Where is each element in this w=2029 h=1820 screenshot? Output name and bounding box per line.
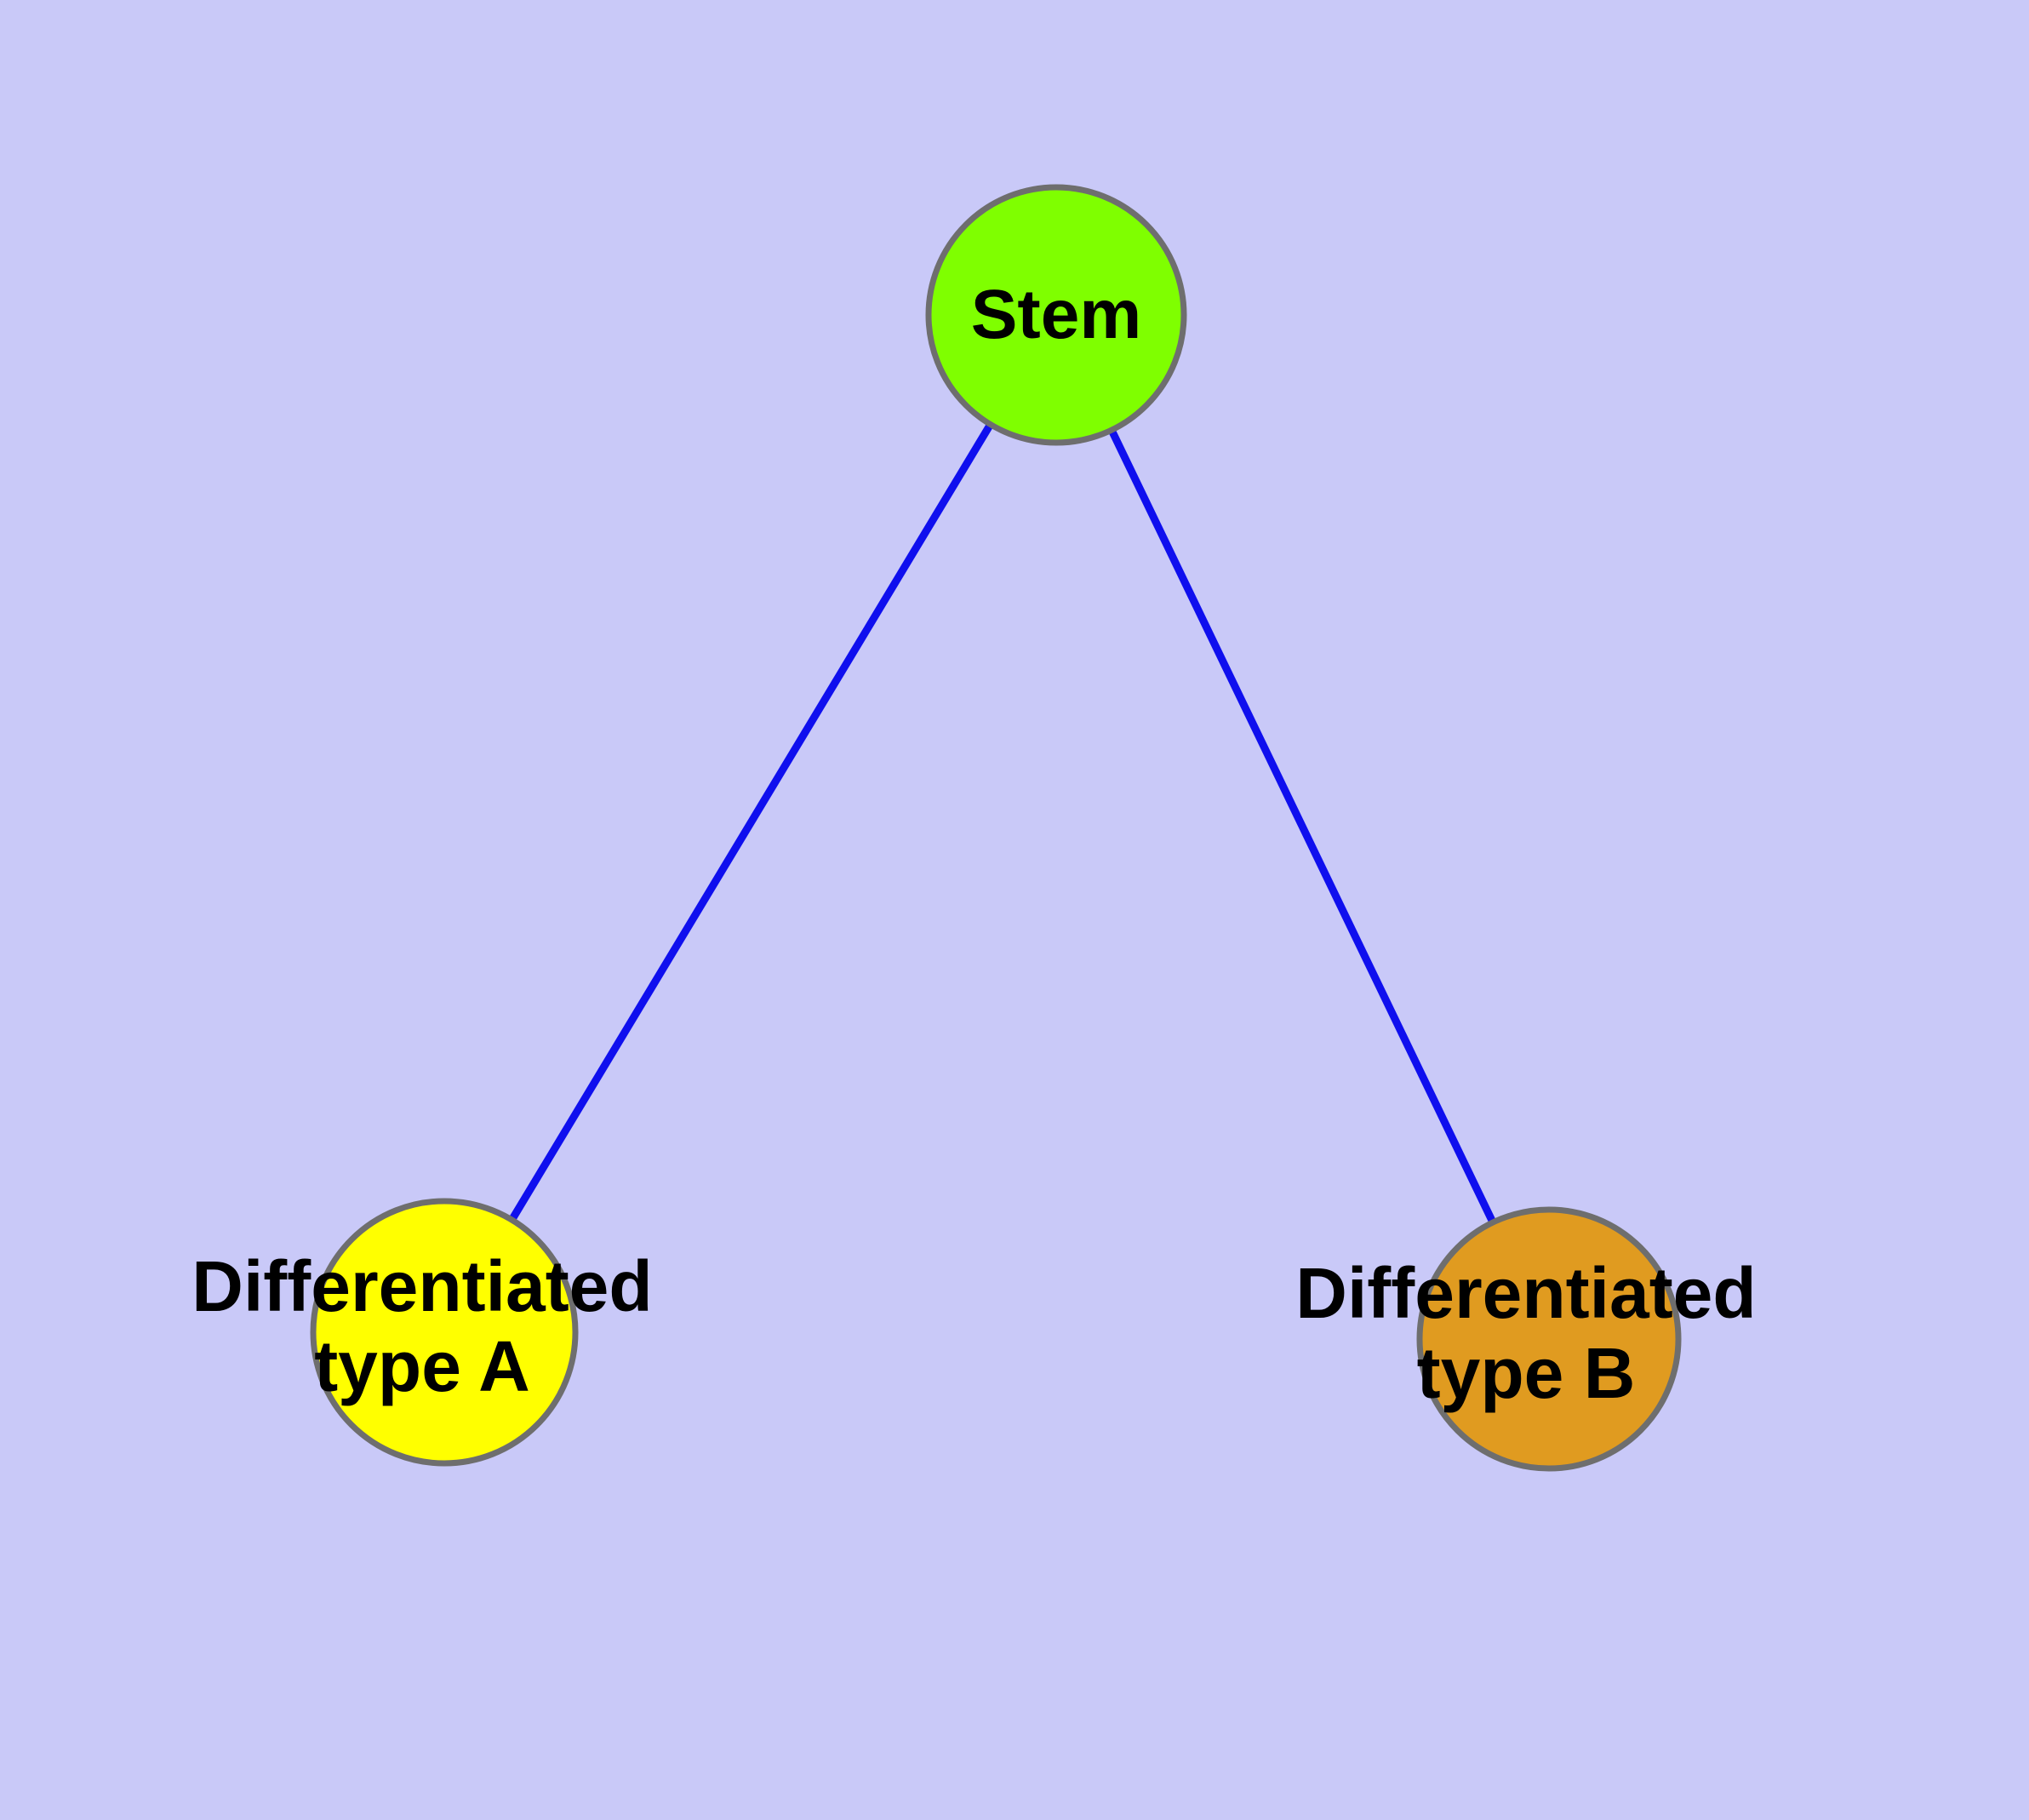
node-label-stem: Stem xyxy=(971,276,1142,353)
node-circle-diff_b[interactable] xyxy=(1416,1206,1682,1472)
node-circle-diff_a[interactable] xyxy=(310,1198,579,1467)
node-label-line: Differentiated xyxy=(191,1246,652,1326)
node-circle-stem[interactable] xyxy=(925,184,1187,446)
node-label-line: Stem xyxy=(971,276,1142,353)
graph-edge[interactable] xyxy=(507,421,995,1224)
node-label-line: type A xyxy=(314,1326,530,1406)
graph-edge[interactable] xyxy=(1107,426,1498,1226)
graph-node-stem[interactable]: Stem xyxy=(925,184,1187,446)
node-label-line: type B xyxy=(1417,1333,1636,1413)
edges-layer xyxy=(507,421,1498,1226)
node-label-line: Differentiated xyxy=(1295,1253,1756,1333)
